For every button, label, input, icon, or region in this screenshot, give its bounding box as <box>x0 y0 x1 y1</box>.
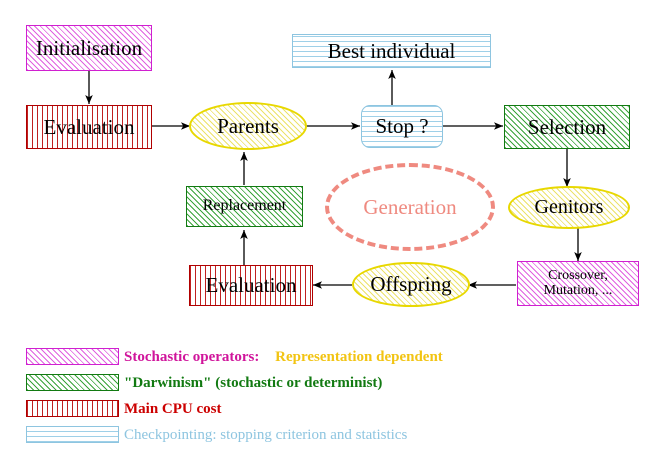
legend-swatch-green-diagonal-hatch <box>26 374 119 391</box>
node-replacement-label: Replacement <box>202 197 287 215</box>
node-parents[interactable]: Parents <box>189 102 307 150</box>
node-evaluation-top[interactable]: Evaluation <box>26 105 152 149</box>
node-selection[interactable]: Selection <box>504 105 630 149</box>
node-offspring[interactable]: Offspring <box>352 262 470 307</box>
legend-row-stochastic-operators: Stochastic operators: Representation dep… <box>26 345 636 371</box>
legend-text-main-cpu-cost: Main CPU cost <box>124 401 222 417</box>
node-best-individual-label: Best individual <box>327 38 456 63</box>
legend-row-checkpointing: Checkpointing: stopping criterion and st… <box>26 423 636 449</box>
legend-swatch-blue-horizontal-hatch <box>26 426 119 443</box>
legend-label-stochastic-operators: Stochastic operators: Representation dep… <box>124 345 443 369</box>
legend-text-checkpointing: Checkpointing: stopping criterion and st… <box>124 427 408 443</box>
node-generation: Generation <box>325 163 495 251</box>
legend-swatch-red-vertical-hatch <box>26 400 119 417</box>
legend-swatch-magenta-diagonal-hatch <box>26 348 119 365</box>
node-crossover-mutation-label-line2: Mutation, ... <box>543 282 613 298</box>
node-crossover-mutation[interactable]: Crossover, Mutation, ... <box>517 261 639 306</box>
node-stop[interactable]: Stop ? <box>361 105 443 148</box>
node-initialisation[interactable]: Initialisation <box>26 25 152 71</box>
node-evaluation-top-label: Evaluation <box>43 114 135 139</box>
node-replacement[interactable]: Replacement <box>186 186 303 227</box>
legend-row-darwinism: "Darwinism" (stochastic or determinist) <box>26 371 636 397</box>
legend-text-representation-dependent: Representation dependent <box>275 349 443 365</box>
node-genitors-label: Genitors <box>534 196 604 218</box>
node-best-individual[interactable]: Best individual <box>292 34 491 68</box>
node-crossover-mutation-label-line1: Crossover, <box>548 267 608 283</box>
node-parents-label: Parents <box>217 113 279 138</box>
node-genitors[interactable]: Genitors <box>508 186 630 229</box>
node-selection-label: Selection <box>527 114 607 139</box>
legend-row-main-cpu-cost: Main CPU cost <box>26 397 636 423</box>
legend: Stochastic operators: Representation dep… <box>26 345 636 449</box>
node-evaluation-bottom-label: Evaluation <box>205 273 297 298</box>
node-evaluation-bottom[interactable]: Evaluation <box>189 265 313 306</box>
node-stop-label: Stop ? <box>375 114 429 139</box>
legend-text-darwinism: "Darwinism" (stochastic or determinist) <box>124 375 383 391</box>
node-initialisation-label: Initialisation <box>35 35 143 60</box>
legend-text-stochastic-operators: Stochastic operators: <box>124 349 260 365</box>
node-offspring-label: Offspring <box>370 272 452 297</box>
node-generation-label: Generation <box>363 194 457 219</box>
